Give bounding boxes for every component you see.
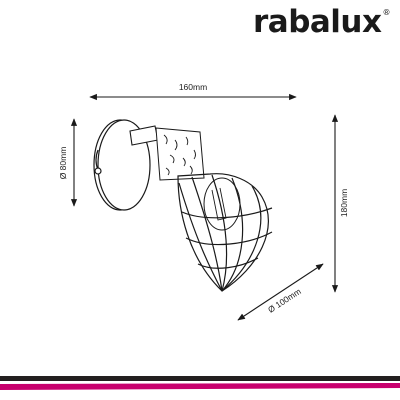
width-label: 160mm [179,82,207,92]
base-diameter-dimension: Ø 80mm [58,118,78,207]
shade-diameter-dimension: Ø 100mm [237,263,324,321]
base-diameter-label: Ø 80mm [58,147,68,180]
width-dimension: 160mm [89,82,297,101]
height-dimension: 180mm [331,114,349,293]
socket-holder [155,127,205,181]
brand-stripe-magenta [0,383,400,390]
brand-stripe-dark [0,376,400,381]
brand-logo: rabalux® [253,4,390,40]
wire-cage-shade [177,173,273,292]
registered-mark: ® [382,8,391,17]
height-label: 180mm [339,189,349,217]
shade-diameter-label: Ø 100mm [266,286,303,315]
brand-name: rabalux [252,4,382,40]
